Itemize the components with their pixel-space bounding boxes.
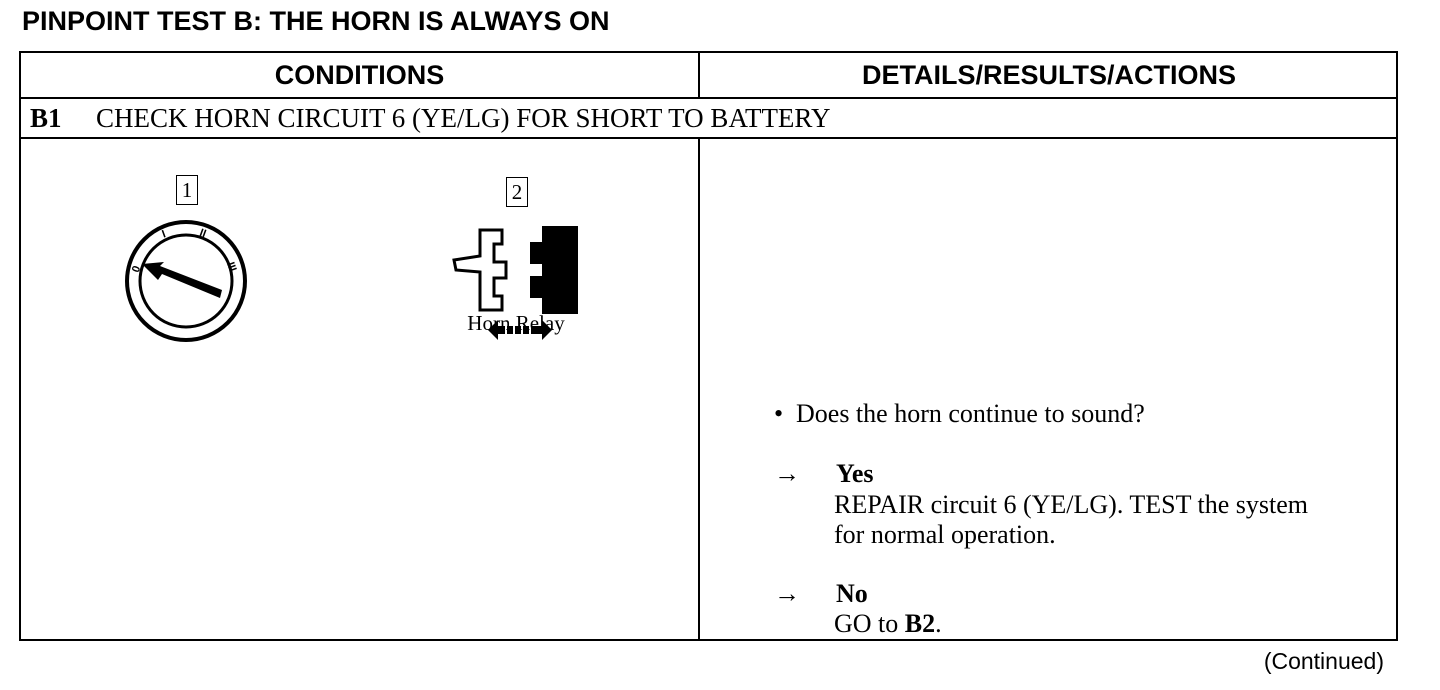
callout-2: 2	[506, 177, 528, 207]
yes-action-line-2: for normal operation.	[834, 520, 1056, 549]
pinpoint-test-table: CONDITIONS DETAILS/RESULTS/ACTIONS B1 CH…	[19, 51, 1398, 641]
horn-relay-icon	[452, 226, 578, 340]
bullet-marker: •	[774, 399, 784, 428]
details-header: DETAILS/RESULTS/ACTIONS	[861, 59, 1236, 90]
ignition-switch-icon: 0 I II III	[125, 220, 247, 342]
step-id: B1	[30, 102, 62, 133]
no-label: No	[836, 579, 868, 608]
no-action: GO to B2.	[834, 609, 942, 639]
horn-relay-label: Horn Relay	[467, 311, 565, 335]
ignition-mark-0: 0	[130, 264, 143, 274]
step-divider	[21, 137, 1396, 139]
header-divider	[21, 97, 1396, 99]
column-divider	[698, 53, 700, 641]
no-action-step-link: B2	[904, 609, 936, 638]
step-title: CHECK HORN CIRCUIT 6 (YE/LG) FOR SHORT T…	[96, 102, 831, 133]
yes-arrow-icon: →	[774, 459, 800, 488]
no-arrow-icon: →	[774, 579, 800, 608]
ignition-mark-1: I	[160, 228, 167, 240]
test-question: Does the horn continue to sound?	[796, 399, 1145, 428]
no-action-prefix: GO to	[834, 609, 905, 638]
yes-action-line-1: REPAIR circuit 6 (YE/LG). TEST the syste…	[834, 490, 1308, 519]
callout-1: 1	[176, 175, 198, 205]
step-row: B1 CHECK HORN CIRCUIT 6 (YE/LG) FOR SHOR…	[21, 99, 1396, 137]
page-title: PINPOINT TEST B: THE HORN IS ALWAYS ON	[22, 6, 610, 36]
yes-action: REPAIR circuit 6 (YE/LG). TEST the syste…	[834, 490, 1308, 550]
conditions-header: CONDITIONS	[274, 59, 445, 90]
yes-label: Yes	[836, 459, 874, 488]
ignition-mark-2: II	[198, 227, 208, 240]
ignition-mark-3: III	[224, 261, 238, 274]
no-action-suffix: .	[935, 609, 942, 638]
continued-note: (Continued)	[1263, 648, 1384, 674]
